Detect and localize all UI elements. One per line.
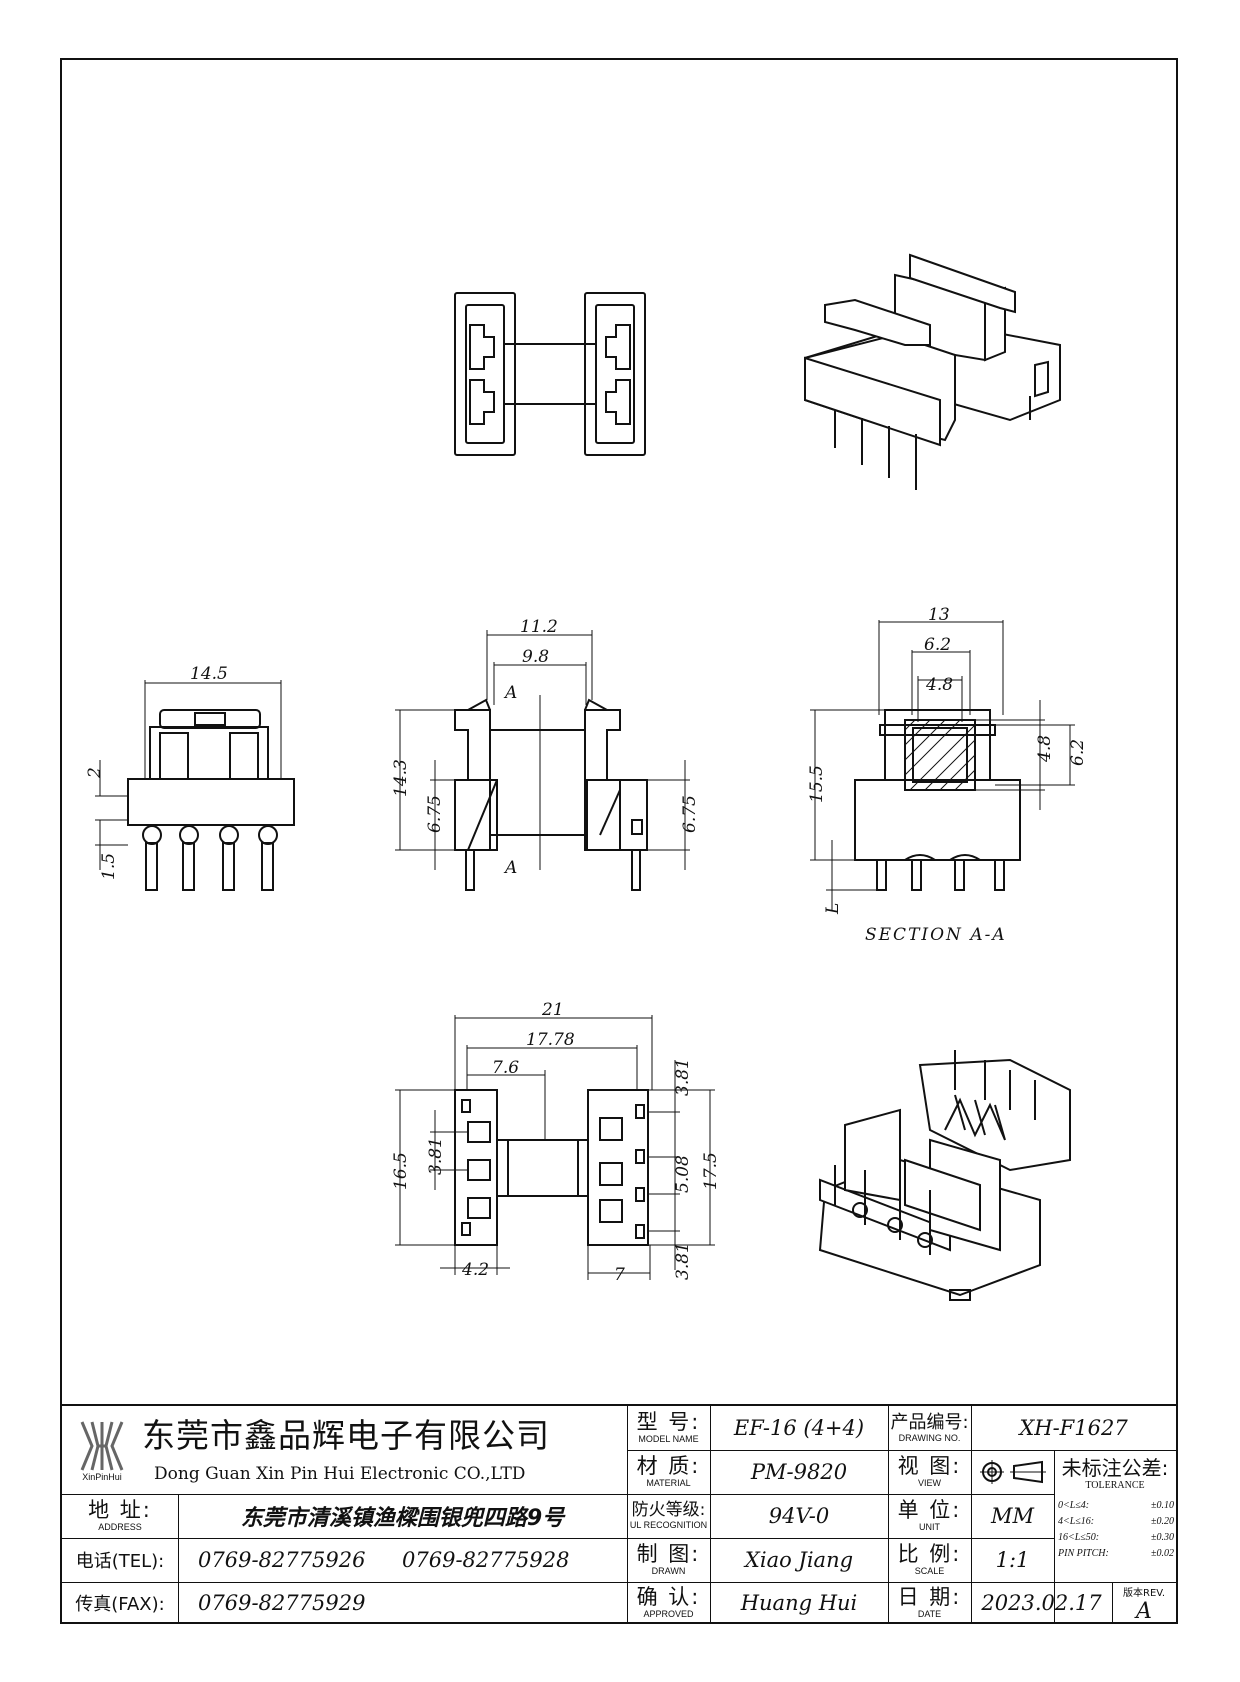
dim-sec-L: L: [823, 903, 843, 915]
approved-value: Huang Hui: [740, 1591, 858, 1615]
projection-symbol: [971, 1450, 1054, 1494]
dim-side-height: 14.3: [391, 759, 411, 797]
dim-front-h2: 1.5: [99, 853, 119, 880]
tel-value-1: 0769-82775926: [198, 1548, 366, 1572]
date-label: 日 期: DATE: [897, 1585, 962, 1619]
isometric-view-top: [804, 253, 1061, 490]
dim-bot-7: 7: [614, 1265, 625, 1285]
dim-bot-76: 7.6: [492, 1058, 519, 1078]
scale-value: 1:1: [995, 1548, 1030, 1572]
tolerance-label: 未标注公差:: [1061, 1455, 1169, 1480]
fax-value: 0769-82775929: [198, 1591, 366, 1615]
logo-icon: [80, 1421, 124, 1471]
material-label: 材 质: MATERIAL: [636, 1454, 701, 1488]
dim-sec-v48: 4.8: [1035, 735, 1055, 763]
dim-bot-21: 21: [541, 1000, 564, 1020]
company-logo: XinPinHui: [72, 1412, 132, 1490]
isometric-view-bottom: [818, 1050, 1071, 1301]
date-value: 2023.02.17: [981, 1591, 1102, 1615]
dim-side-outer: 11.2: [520, 617, 558, 637]
dim-bot-381-top: 3.81: [673, 1058, 693, 1096]
tolerance-label-en: TOLERANCE: [1085, 1479, 1145, 1491]
drawn-value: Xiao Jiang: [744, 1548, 854, 1572]
third-angle-projection-icon: [979, 1460, 1046, 1484]
revision-label: 版本REV.: [1123, 1587, 1165, 1599]
dim-bot-508: 5.08: [673, 1155, 693, 1193]
tolerance-row: 16<L≤50:±0.30: [1058, 1532, 1174, 1543]
section-caption: SECTION A-A: [865, 925, 1007, 945]
company-name-en: Dong Guan Xin Pin Hui Electronic CO.,LTD: [154, 1464, 526, 1484]
tel-value-2: 0769-82775928: [402, 1548, 570, 1572]
side-view: [395, 630, 690, 891]
address-label: 地 址: ADDRESS: [88, 1498, 152, 1532]
company-name-cn: 东莞市鑫品辉电子有限公司: [142, 1416, 550, 1455]
drawing-no-label: 产品编号: DRAWING NO.: [890, 1411, 969, 1443]
front-view: [95, 680, 295, 891]
dim-side-inner: 9.8: [522, 647, 549, 667]
logo-text: XinPinHui: [82, 1472, 122, 1482]
unit-label: 单 位: UNIT: [897, 1498, 962, 1532]
dim-bot-165: 16.5: [391, 1152, 411, 1190]
section-mark-bottom: A: [503, 858, 517, 878]
tel-label: 电话(TEL):: [75, 1551, 165, 1572]
dim-bot-1778: 17.78: [526, 1030, 575, 1050]
approved-label: 确 认: APPROVED: [636, 1585, 701, 1619]
tolerance-row: 0<L≤4:±0.10: [1058, 1500, 1174, 1511]
fax-label: 传真(FAX):: [75, 1594, 165, 1615]
section-mark-top: A: [503, 683, 517, 703]
view-label: 视 图: VIEW: [897, 1454, 962, 1488]
section-a-a-view: [810, 620, 1075, 910]
tolerance-row: PIN PITCH:±0.02: [1058, 1548, 1174, 1559]
tolerance-table: 0<L≤4:±0.10 4<L≤16:±0.20 16<L≤50:±0.30 P…: [1058, 1498, 1174, 1562]
dim-sec-v62: 6.2: [1068, 739, 1088, 766]
tolerance-row: 4<L≤16:±0.20: [1058, 1516, 1174, 1527]
drawing-sheet-border: [60, 58, 1178, 1624]
drawing-no-value: XH-F1627: [1019, 1416, 1128, 1440]
model-label: 型 号: MODEL NAME: [636, 1410, 701, 1444]
top-plan-view: [454, 292, 646, 456]
material-value: PM-9820: [750, 1460, 848, 1484]
dim-bot-175: 17.5: [701, 1152, 721, 1190]
ul-label: 防火等级: UL RECOGNITION: [629, 1500, 708, 1530]
dim-front-width: 14.5: [190, 664, 228, 684]
dim-sec-62: 6.2: [924, 635, 951, 655]
dim-sec-height: 15.5: [807, 765, 827, 803]
dim-sec-48: 4.8: [925, 675, 953, 695]
dim-bot-42: 4.2: [461, 1260, 489, 1280]
dim-front-h1: 2: [85, 767, 105, 779]
address-value: 东莞市清溪镇渔樑围银兜四路9号: [240, 1506, 565, 1531]
dim-sec-width: 13: [928, 605, 950, 625]
ul-value: 94V-0: [768, 1504, 830, 1528]
model-value: EF-16 (4+4): [733, 1416, 865, 1440]
dim-bot-381-bot: 3.81: [673, 1242, 693, 1280]
drawn-label: 制 图: DRAWN: [636, 1542, 701, 1576]
dim-side-right: 6.75: [680, 795, 700, 833]
bottom-view: [395, 1015, 715, 1280]
dim-side-left: 6.75: [425, 795, 445, 833]
unit-value: MM: [990, 1504, 1034, 1528]
title-block: XinPinHui 东莞市鑫品辉电子有限公司 Dong Guan Xin Pin…: [62, 1404, 1176, 1624]
revision-value: A: [1136, 1598, 1152, 1624]
scale-label: 比 例: SCALE: [897, 1542, 962, 1576]
dim-bot-381-left: 3.81: [426, 1137, 446, 1175]
